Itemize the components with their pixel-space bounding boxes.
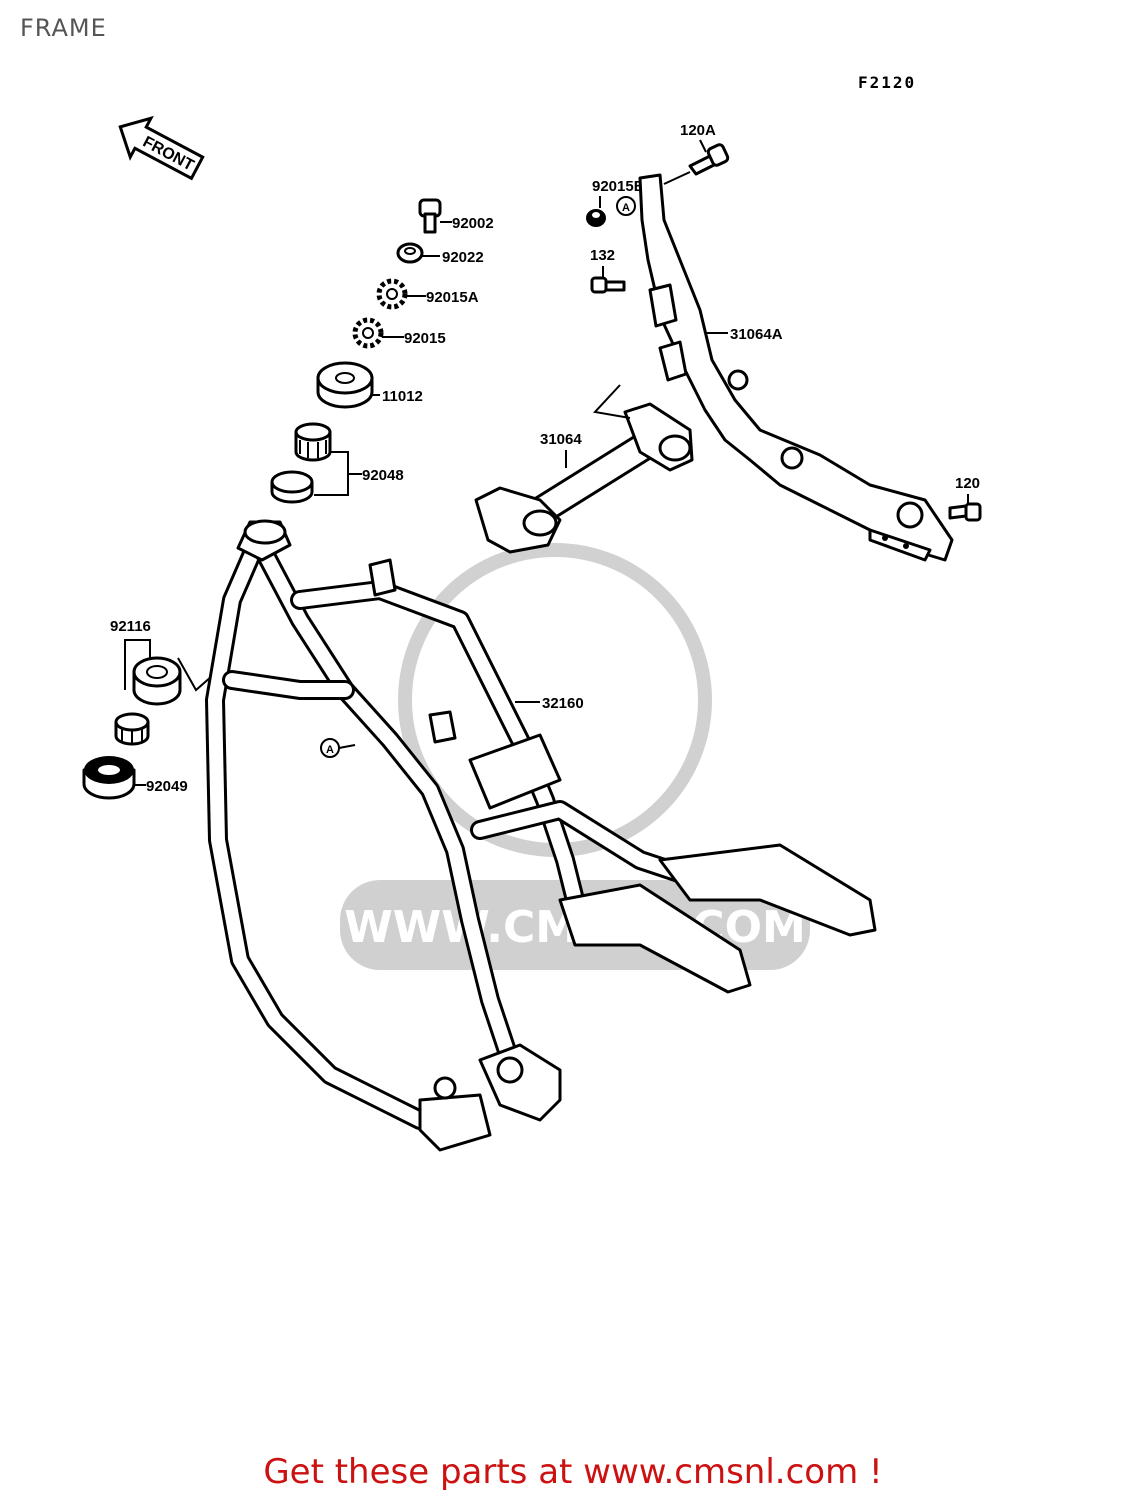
- diagram-code: F2120: [858, 73, 916, 92]
- lockwasher-92015a-icon[interactable]: [376, 278, 408, 310]
- bolt-92002-icon[interactable]: [418, 198, 442, 234]
- bolt-120-icon[interactable]: [948, 502, 982, 522]
- ref-marker-a-top: [616, 196, 636, 216]
- collar-11012-icon[interactable]: [316, 361, 374, 409]
- bracket-31064a[interactable]: [638, 173, 954, 562]
- svg-text:A: A: [622, 202, 630, 214]
- label-92015a: 92015A: [426, 289, 479, 306]
- label-31064a: 31064A: [730, 326, 783, 343]
- label-11012: 11012: [382, 388, 423, 405]
- seal-92049-icon[interactable]: [82, 756, 136, 800]
- label-31064: 31064: [540, 431, 582, 448]
- collar-92116-icon[interactable]: [132, 656, 182, 706]
- label-132: 132: [590, 247, 615, 264]
- svg-text:A: A: [326, 744, 334, 756]
- nut-92015b-icon[interactable]: [586, 209, 606, 227]
- bearing-92048-icon[interactable]: [294, 422, 332, 462]
- label-92015: 92015: [404, 330, 446, 347]
- front-arrow: FRONT: [118, 115, 205, 181]
- frame-parts-diagram: WWW.CMSNL.COM F2120 FRONT 120A 92015B A …: [82, 73, 982, 1152]
- label-92002: 92002: [452, 215, 494, 232]
- label-92015b: 92015B: [592, 178, 645, 195]
- bolt-120a-icon[interactable]: [688, 143, 730, 176]
- label-92049: 92049: [146, 778, 188, 795]
- race-92048-icon[interactable]: [270, 470, 314, 504]
- bolt-132-icon[interactable]: [590, 276, 626, 294]
- label-92022: 92022: [442, 249, 484, 266]
- label-32160: 32160: [542, 695, 584, 712]
- page-title: FRAME: [20, 14, 107, 42]
- label-120a: 120A: [680, 122, 716, 139]
- label-120: 120: [955, 475, 980, 492]
- label-92116: 92116: [110, 618, 151, 635]
- bearing-92116-icon[interactable]: [114, 712, 150, 746]
- cta-link[interactable]: Get these parts at www.cmsnl.com !: [263, 1452, 883, 1492]
- lockwasher-92015-icon[interactable]: [352, 317, 384, 349]
- crossmember-31064[interactable]: [474, 402, 694, 554]
- washer-92022-icon[interactable]: [396, 242, 424, 264]
- main-frame-32160[interactable]: [205, 519, 877, 1152]
- label-92048: 92048: [362, 467, 404, 484]
